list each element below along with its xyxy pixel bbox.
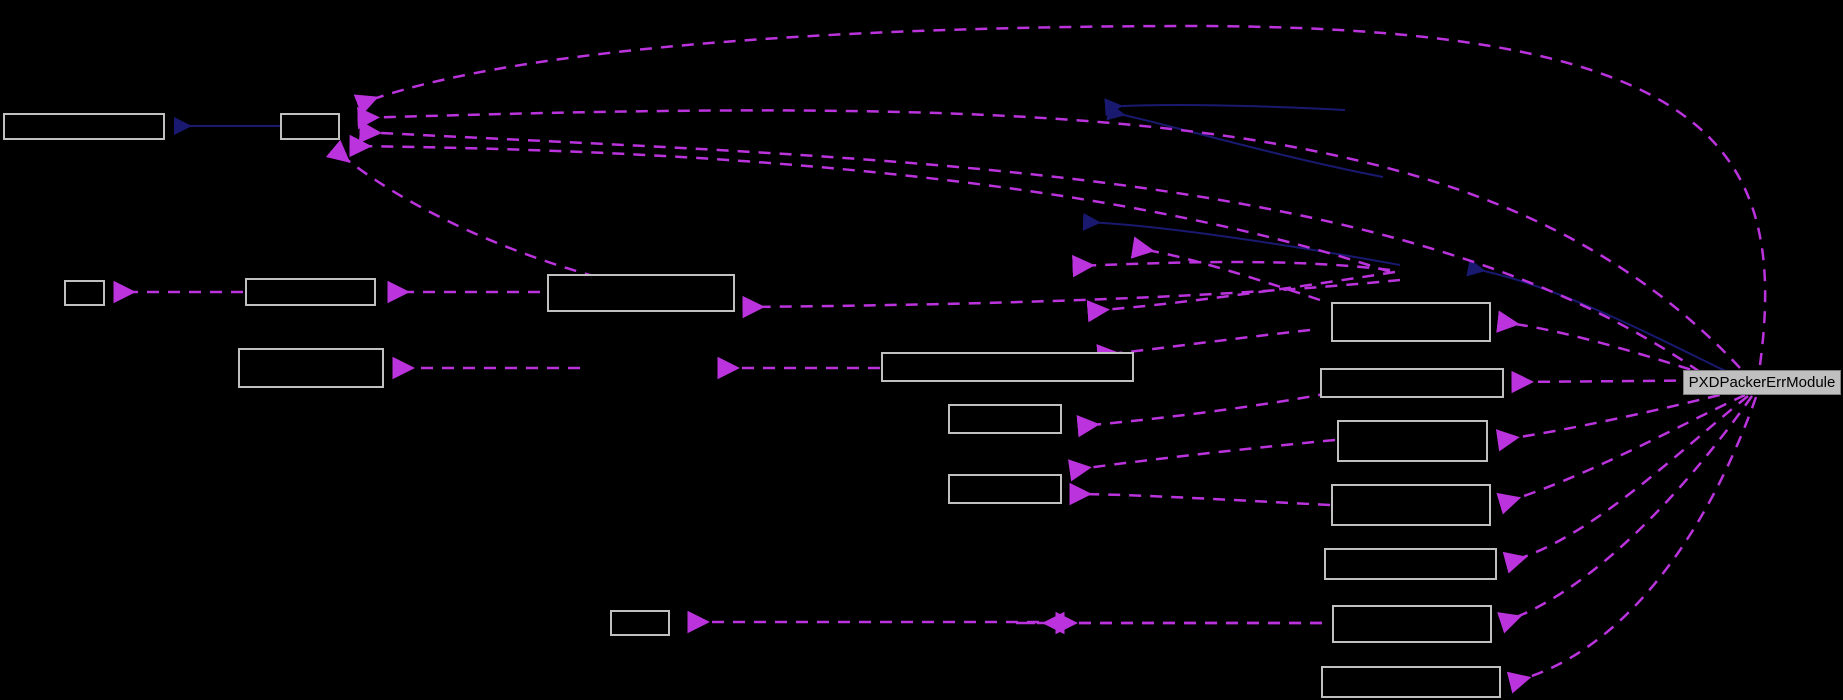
graph-node[interactable] <box>1337 420 1488 462</box>
graph-node-focus[interactable]: PXDPackerErrModule <box>1683 370 1841 395</box>
graph-node[interactable] <box>245 278 376 306</box>
inherit-edges <box>174 98 1741 379</box>
graph-node[interactable] <box>1320 368 1504 398</box>
graph-node[interactable] <box>280 113 340 140</box>
graph-node[interactable] <box>1332 605 1492 643</box>
graph-node[interactable] <box>1324 548 1497 580</box>
graph-node[interactable] <box>1331 302 1491 342</box>
graph-node[interactable] <box>610 610 670 636</box>
graph-node[interactable] <box>1321 666 1501 698</box>
graph-node[interactable] <box>3 113 165 140</box>
graph-node[interactable] <box>238 348 384 388</box>
graph-node[interactable] <box>547 274 735 312</box>
graph-node[interactable] <box>948 474 1062 504</box>
graph-node[interactable] <box>948 404 1062 434</box>
graph-node[interactable] <box>64 280 105 306</box>
graph-node[interactable] <box>1331 484 1491 526</box>
graph-node[interactable] <box>881 352 1134 382</box>
